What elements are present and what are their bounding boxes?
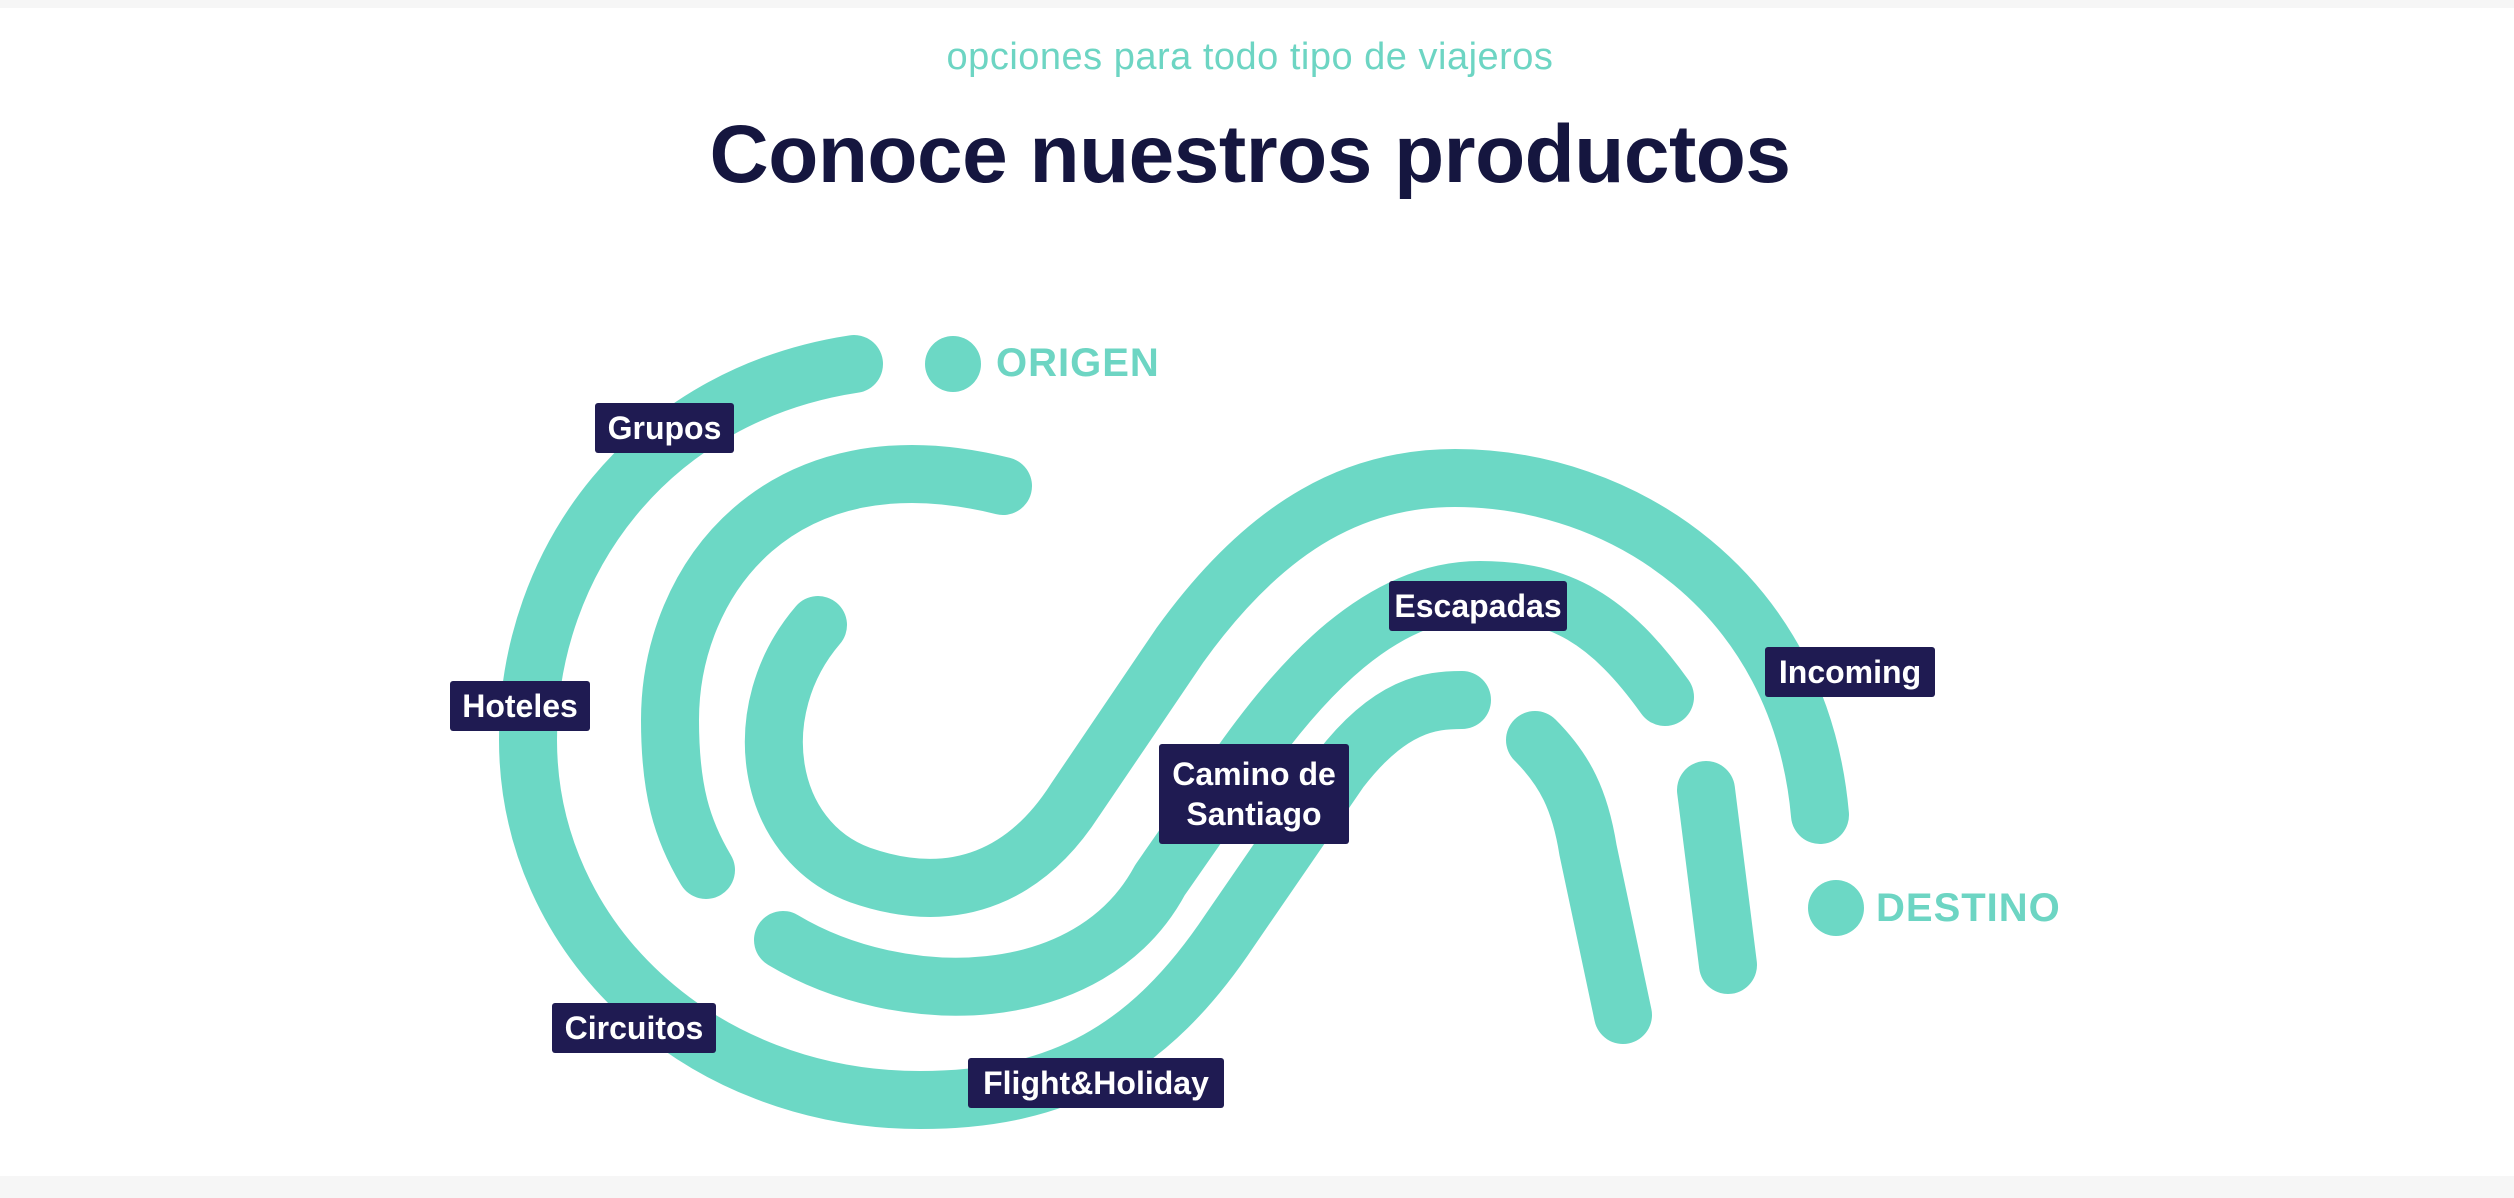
- route-inner-right-path: [1506, 711, 1652, 1044]
- route-s-path: [744, 449, 1849, 917]
- product-tag-flight-holiday[interactable]: Flight&Holiday: [968, 1058, 1224, 1108]
- destination-label: DESTINO: [1876, 886, 2061, 930]
- product-tag-camino-de-santiago[interactable]: Camino de Santiago: [1159, 744, 1349, 844]
- product-tag-escapadas[interactable]: Escapadas: [1389, 581, 1567, 631]
- destination-dot: [1808, 880, 1864, 936]
- product-tag-hoteles[interactable]: Hoteles: [450, 681, 590, 731]
- origin-dot: [925, 336, 981, 392]
- route-short-right-path: [1677, 761, 1757, 994]
- product-tag-grupos[interactable]: Grupos: [595, 403, 734, 453]
- origin-label: ORIGEN: [996, 341, 1160, 385]
- section-title: Conoce nuestros productos: [709, 109, 1791, 200]
- product-tag-incoming[interactable]: Incoming: [1765, 647, 1935, 697]
- route-outer-path: [499, 335, 1491, 1129]
- product-tag-circuitos[interactable]: Circuitos: [552, 1003, 716, 1053]
- section-eyebrow: opciones para todo tipo de viajeros: [946, 36, 1554, 78]
- route-second-path: [641, 445, 1032, 899]
